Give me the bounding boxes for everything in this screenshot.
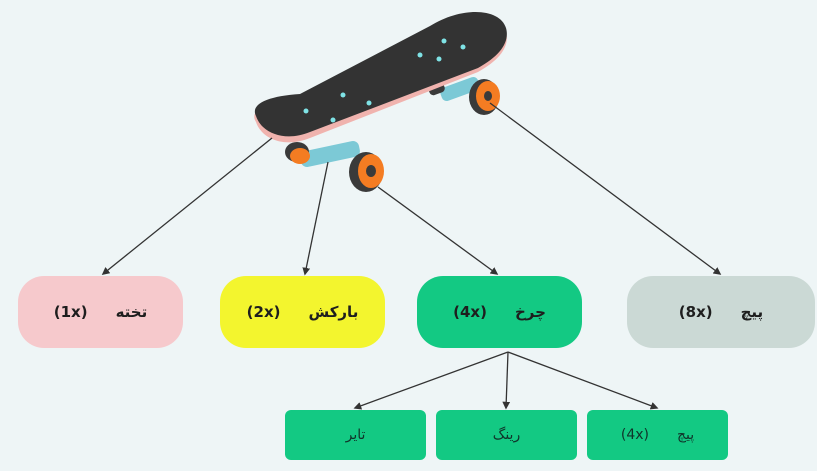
part-screw-node: پیچ (8x) xyxy=(627,276,815,348)
part-wheel-node: چرخ (4x) xyxy=(417,276,582,348)
part-deck-qty: (1x) xyxy=(53,303,88,321)
rear-truck xyxy=(427,76,500,115)
line-to-deck xyxy=(101,137,273,275)
part-truck-qty: (2x) xyxy=(246,303,281,321)
wheel-part-bearing-node: رینگ xyxy=(436,410,577,460)
skateboard-illustration xyxy=(254,11,507,192)
part-wheel-name: چرخ xyxy=(514,303,546,321)
part-screw-name: پیچ xyxy=(740,303,764,321)
part-screw-qty: (8x) xyxy=(678,303,713,321)
line-to-bolt xyxy=(507,351,659,410)
wheel-part-bolt-qty: (4x) xyxy=(620,427,649,443)
line-to-tire xyxy=(353,351,509,410)
wheel-part-tire-name: تایر xyxy=(345,427,366,443)
wheel-part-tire-node: تایر xyxy=(285,410,426,460)
wheel-part-bolt-name: پیچ xyxy=(676,427,695,443)
part-truck-node: بارکش (2x) xyxy=(220,276,385,348)
part-deck-node: تخته (1x) xyxy=(18,276,183,348)
line-to-truck xyxy=(302,161,329,276)
wheel-part-bearing-name: رینگ xyxy=(492,427,521,443)
connector-lines xyxy=(101,102,722,410)
wheel-part-bolt-node: پیچ (4x) xyxy=(587,410,728,460)
deck-illustration xyxy=(254,11,507,143)
line-to-screw xyxy=(489,102,722,275)
part-truck-name: بارکش xyxy=(308,303,359,321)
part-wheel-qty: (4x) xyxy=(453,303,487,321)
part-deck-name: تخته xyxy=(115,303,148,321)
line-to-bearing xyxy=(502,351,511,410)
front-truck xyxy=(285,141,384,192)
line-to-wheel xyxy=(377,186,499,275)
